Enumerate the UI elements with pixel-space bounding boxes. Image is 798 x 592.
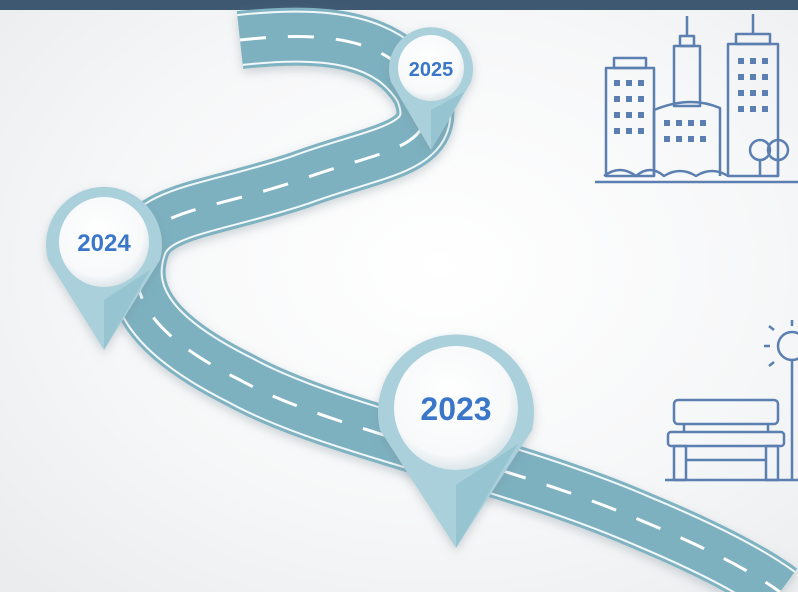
milestone-pin-2025 [389,27,473,151]
park-bench-streetlamp-icon [665,320,798,482]
city-buildings-icon [595,14,798,184]
milestone-pin-2024 [46,186,162,350]
top-bar [0,0,798,10]
milestone-pin-2023 [378,334,534,548]
milestone-year-2025: 2025 [409,59,454,81]
milestone-year-2024: 2024 [77,230,131,257]
milestone-year-2023: 2023 [420,391,491,427]
